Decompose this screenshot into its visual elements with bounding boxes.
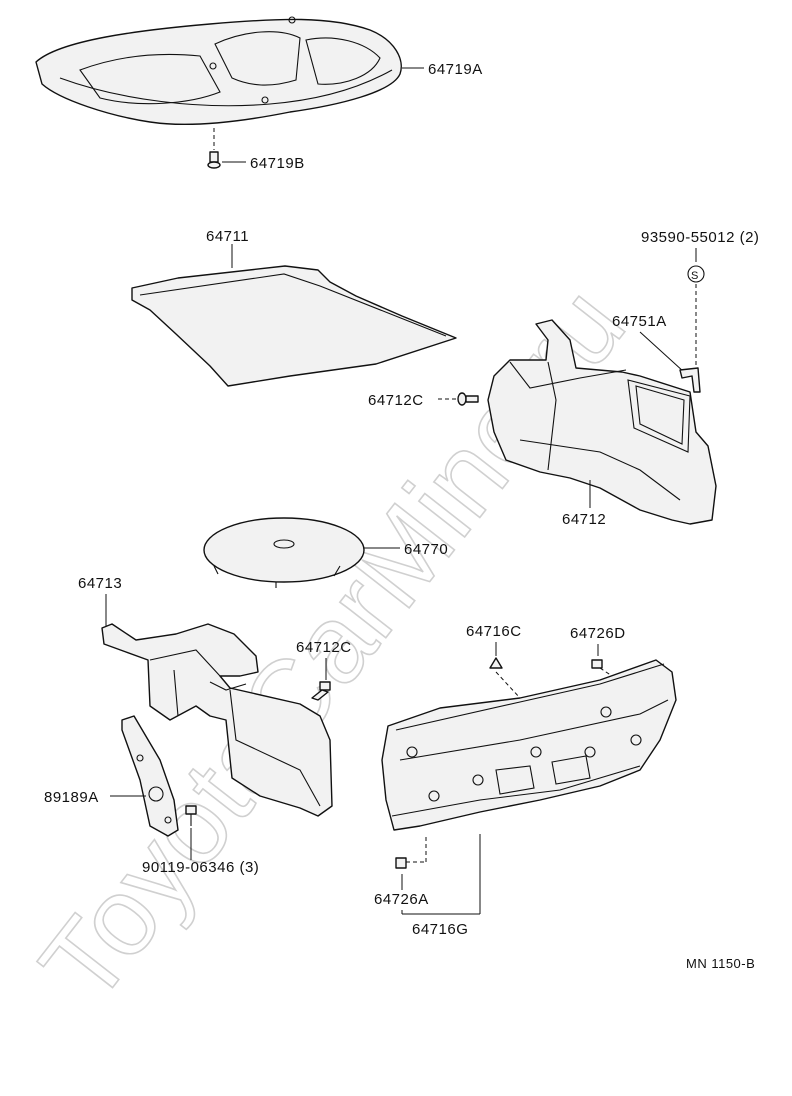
label-64719A: 64719A [428,61,483,78]
bracket-89189A [121,715,179,837]
spare-cover-64770 [203,517,365,588]
clip-64716C [489,657,503,669]
clip-64712C-top [457,392,479,406]
clip-64726A [395,836,427,869]
fastener-symbol: S [691,270,699,282]
trunk-mat-64711 [131,265,457,387]
bolt-90119-06346 [185,805,197,826]
label-64713: 64713 [78,575,122,592]
label-64712C-top: 64712C [368,392,424,409]
bracket-64751A [679,367,701,393]
side-trim-64713 [101,623,333,817]
label-64726A: 64726A [374,891,429,908]
label-64712: 64712 [562,511,606,528]
label-64712C-mid: 64712C [296,639,352,656]
label-64726D: 64726D [570,625,626,642]
label-93590-55012: 93590-55012 (2) [641,229,759,246]
clip-64712C-mid [311,681,331,701]
label-89189A: 89189A [44,789,99,806]
hood-insulator-64719A [35,16,402,126]
label-64770: 64770 [404,541,448,558]
side-trim-64712 [487,319,717,525]
label-64711: 64711 [206,228,249,245]
label-64716G: 64716G [412,921,468,938]
fastener-symbol-circle [687,265,705,283]
clip-64719B [207,128,221,169]
rear-panel-trim-64716G [381,659,677,831]
clip-64726D [591,659,613,677]
label-64716C: 64716C [466,623,522,640]
figure-code: MN 1150-B [686,956,755,971]
label-64719B: 64719B [250,155,305,172]
label-90119-06346: 90119-06346 (3) [142,859,259,876]
label-64751A: 64751A [612,313,667,330]
